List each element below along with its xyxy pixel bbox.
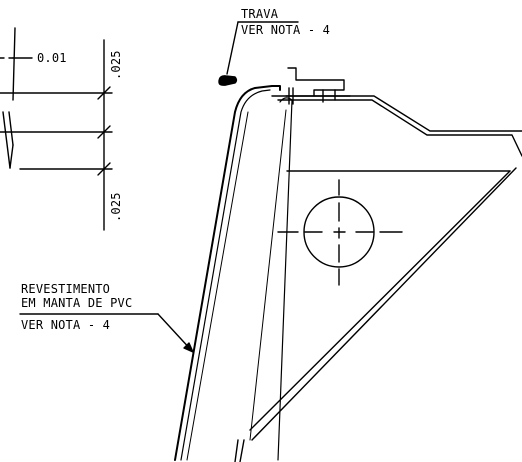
trava-lock-icon [218,75,238,86]
dimension-horizontal: 0.01 [37,51,67,65]
revestimento-ref: VER NOTA - 4 [21,318,111,332]
trava-title: TRAVA [241,7,279,21]
trava-ref: VER NOTA - 4 [241,23,331,37]
dimension-vertical-bottom: .025 [109,192,123,222]
left-detail [0,27,113,231]
revestimento-line2: EM MANTA DE PVC [21,296,133,310]
crosshair-circle-icon [277,179,403,286]
profile-outline [174,85,522,462]
revestimento-line1: REVESTIMENTO [21,282,111,296]
top-bracket [271,67,351,105]
dimension-vertical-top: .025 [109,50,123,80]
revestimento-leader [19,313,194,353]
trava-leader [226,21,299,75]
